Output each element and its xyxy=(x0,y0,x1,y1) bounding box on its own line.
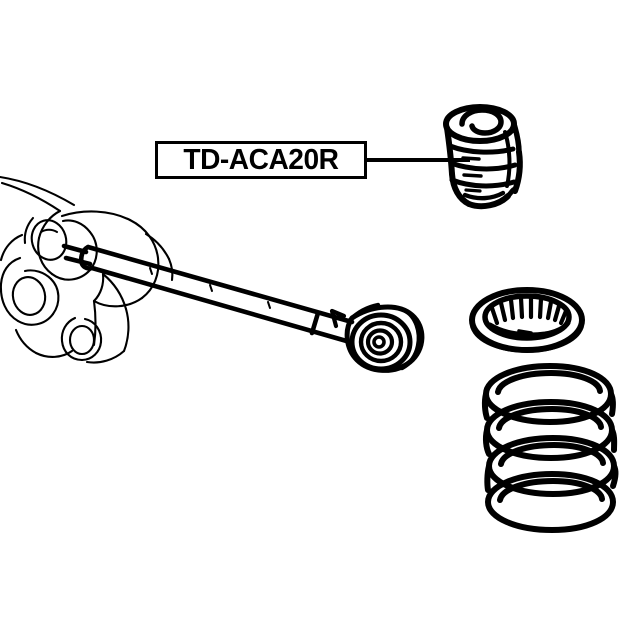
spring-seat-insulator xyxy=(469,287,585,353)
part-number-callout: TD-ACA20R xyxy=(155,141,367,179)
bump-stop xyxy=(443,104,523,210)
control-arm-shading xyxy=(149,267,271,309)
part-number-text: TD-ACA20R xyxy=(183,143,339,176)
control-arm-bushing xyxy=(329,302,425,373)
coil-spring xyxy=(481,363,619,533)
control-arm xyxy=(61,243,355,345)
